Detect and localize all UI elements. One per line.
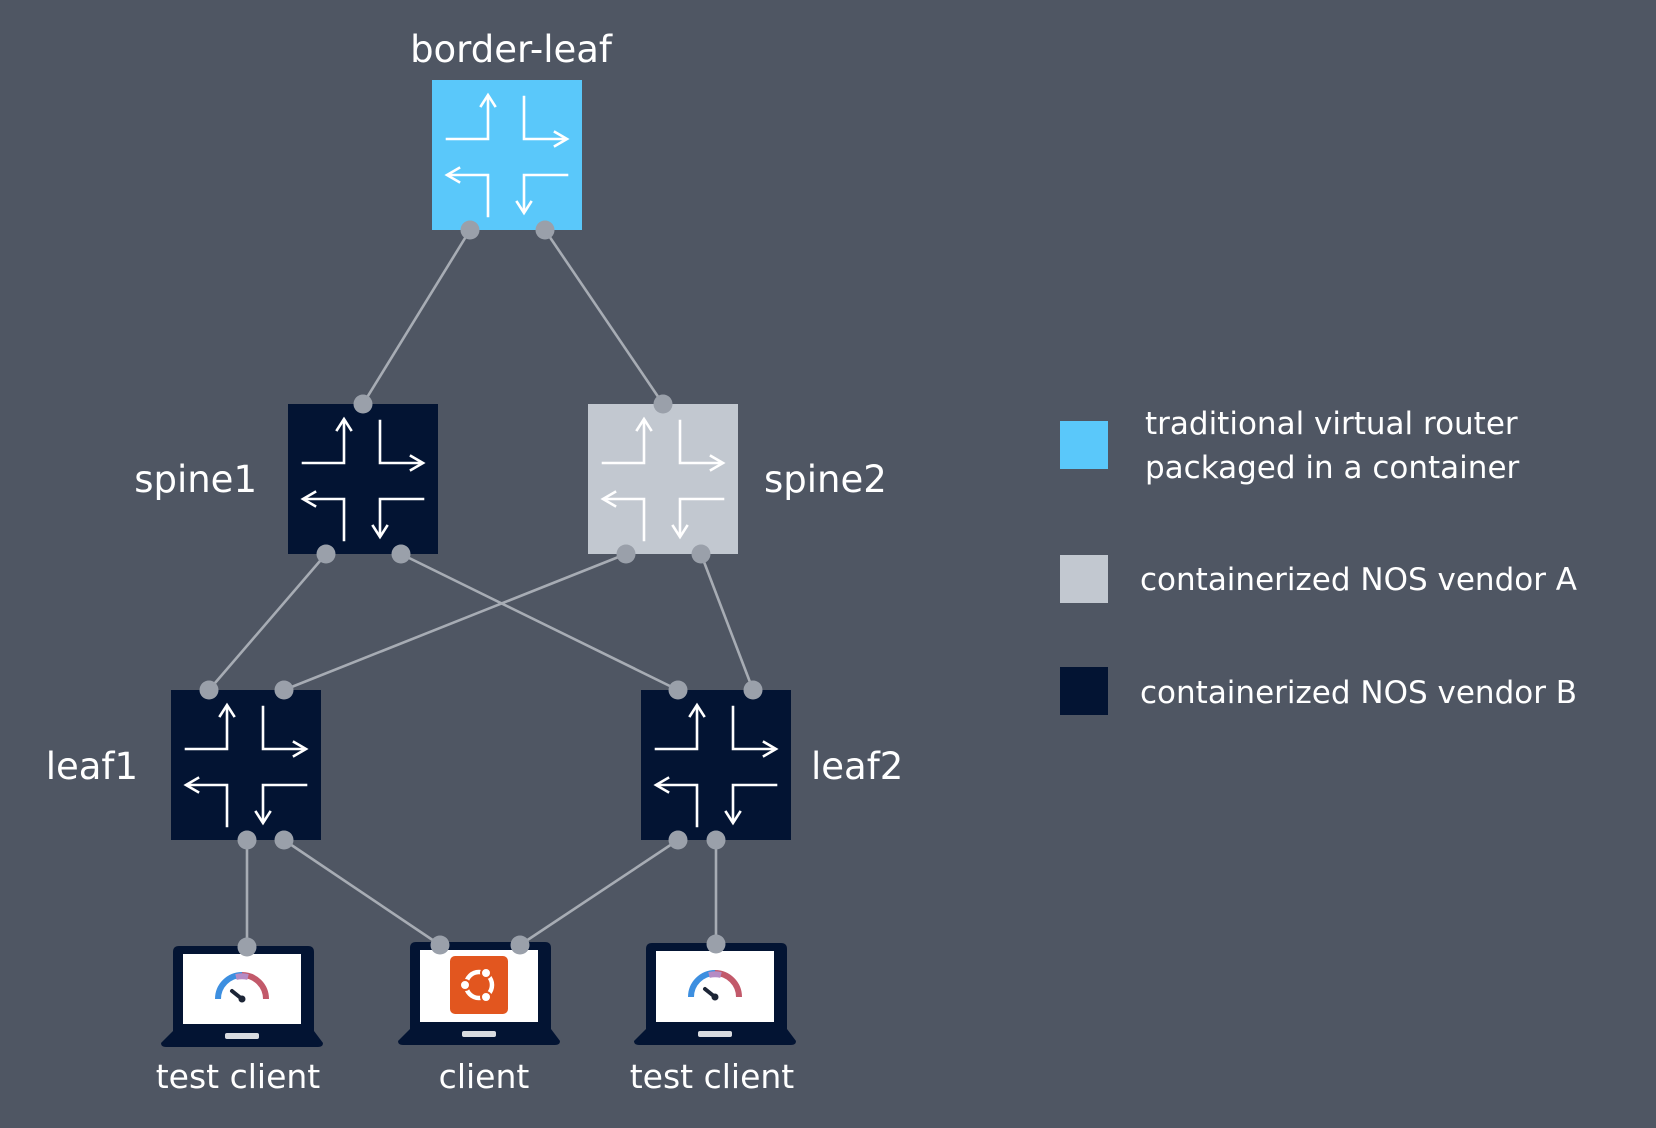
legend-traditional-line1: traditional virtual router bbox=[1145, 406, 1518, 442]
label-client: client bbox=[439, 1057, 530, 1096]
router-body bbox=[588, 404, 738, 554]
port bbox=[706, 830, 726, 850]
speedometer-icon bbox=[688, 970, 742, 1001]
port bbox=[199, 680, 219, 700]
label-spine1: spine1 bbox=[134, 458, 257, 501]
link-border-leaf-spine1 bbox=[361, 229, 472, 405]
link-spine1-leaf1 bbox=[208, 553, 327, 691]
port bbox=[430, 935, 450, 955]
port bbox=[237, 937, 257, 957]
laptop-trackpad bbox=[698, 1031, 732, 1037]
laptop-test-client-1[interactable] bbox=[161, 946, 323, 1047]
label-border-leaf: border-leaf bbox=[410, 28, 613, 71]
port bbox=[668, 830, 688, 850]
router-body bbox=[171, 690, 321, 840]
links bbox=[208, 229, 755, 947]
port bbox=[237, 830, 257, 850]
router-border-leaf[interactable] bbox=[432, 80, 582, 230]
label-leaf2: leaf2 bbox=[811, 745, 903, 788]
port bbox=[274, 830, 294, 850]
port bbox=[391, 544, 411, 564]
port bbox=[743, 680, 763, 700]
link-spine2-leaf2 bbox=[699, 553, 755, 691]
speedometer-icon bbox=[215, 972, 269, 1003]
laptop-test-client-2[interactable] bbox=[634, 943, 796, 1045]
label-spine2: spine2 bbox=[764, 458, 887, 501]
link-border-leaf-spine2 bbox=[543, 229, 665, 405]
port bbox=[706, 934, 726, 954]
router-body bbox=[641, 690, 791, 840]
laptop-screen bbox=[183, 954, 301, 1024]
legend: traditional virtual router packaged in a… bbox=[1060, 406, 1577, 715]
label-leaf1: leaf1 bbox=[46, 745, 138, 788]
router-spine2[interactable] bbox=[588, 404, 738, 554]
link-leaf1-client bbox=[283, 838, 441, 947]
ports bbox=[199, 220, 763, 957]
legend-swatch-traditional bbox=[1060, 421, 1108, 469]
port bbox=[616, 544, 636, 564]
port bbox=[460, 220, 480, 240]
legend-swatch-vendor-b bbox=[1060, 667, 1108, 715]
legend-traditional-line2: packaged in a container bbox=[1145, 450, 1520, 486]
laptop-client[interactable] bbox=[398, 942, 560, 1045]
laptop-trackpad bbox=[462, 1031, 496, 1037]
router-leaf2[interactable] bbox=[641, 690, 791, 840]
link-leaf2-client bbox=[519, 838, 679, 947]
port bbox=[274, 680, 294, 700]
port bbox=[668, 680, 688, 700]
router-leaf1[interactable] bbox=[171, 690, 321, 840]
link-spine1-leaf2 bbox=[400, 552, 679, 692]
legend-swatch-vendor-a bbox=[1060, 555, 1108, 603]
port bbox=[316, 544, 336, 564]
ubuntu-icon bbox=[450, 956, 508, 1014]
port bbox=[510, 935, 530, 955]
router-body bbox=[432, 80, 582, 230]
port bbox=[691, 544, 711, 564]
router-body bbox=[288, 404, 438, 554]
label-test-client-2: test client bbox=[630, 1057, 795, 1096]
legend-vendor-a: containerized NOS vendor A bbox=[1140, 562, 1577, 598]
router-spine1[interactable] bbox=[288, 404, 438, 554]
port bbox=[653, 394, 673, 414]
laptop-screen bbox=[656, 951, 774, 1022]
port bbox=[353, 394, 373, 414]
laptop-trackpad bbox=[225, 1033, 259, 1039]
link-spine2-leaf1 bbox=[283, 552, 627, 692]
label-test-client-1: test client bbox=[156, 1057, 321, 1096]
port bbox=[535, 220, 555, 240]
legend-vendor-b: containerized NOS vendor B bbox=[1140, 675, 1577, 711]
